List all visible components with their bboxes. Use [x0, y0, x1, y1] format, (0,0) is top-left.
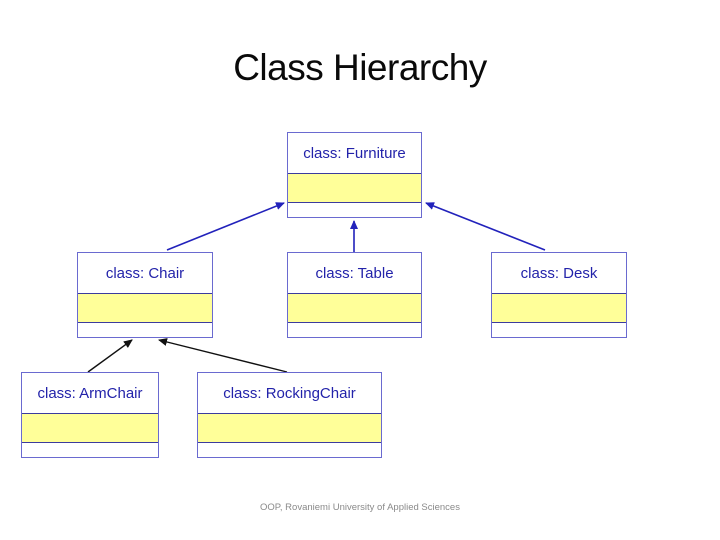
class-operations-chair [78, 323, 212, 337]
class-box-chair[interactable]: class: Chair [77, 252, 213, 338]
class-title-furniture: class: Furniture [303, 144, 406, 162]
class-attributes-chair [78, 293, 212, 323]
class-attributes-table [288, 293, 421, 323]
class-box-table[interactable]: class: Table [287, 252, 422, 338]
class-attributes-furniture [288, 173, 421, 203]
class-box-furniture[interactable]: class: Furniture [287, 132, 422, 218]
arrow-rockingchair-to-chair [158, 338, 288, 373]
class-title-armchair: class: ArmChair [37, 384, 143, 402]
class-attributes-armchair [22, 413, 158, 443]
slide-title: Class Hierarchy [233, 47, 487, 88]
class-operations-furniture [288, 203, 421, 217]
class-box-desk[interactable]: class: Desk [491, 252, 627, 338]
class-operations-armchair [22, 443, 158, 457]
class-title-chair: class: Chair [105, 264, 185, 282]
arrow-armchair-to-chair [87, 339, 133, 373]
class-box-rockingchair[interactable]: class: RockingChair [197, 372, 382, 458]
class-title-table: class: Table [315, 264, 394, 282]
arrow-desk-to-furniture [425, 202, 546, 251]
arrow-chair-to-furniture [166, 202, 285, 251]
slide-footer: OOP, Rovaniemi University of Applied Sci… [260, 502, 460, 513]
class-title-desk: class: Desk [520, 264, 598, 282]
class-operations-table [288, 323, 421, 337]
class-operations-rockingchair [198, 443, 381, 457]
class-operations-desk [492, 323, 626, 337]
class-attributes-rockingchair [198, 413, 381, 443]
class-attributes-desk [492, 293, 626, 323]
class-box-armchair[interactable]: class: ArmChair [21, 372, 159, 458]
class-title-rockingchair: class: RockingChair [223, 384, 356, 402]
